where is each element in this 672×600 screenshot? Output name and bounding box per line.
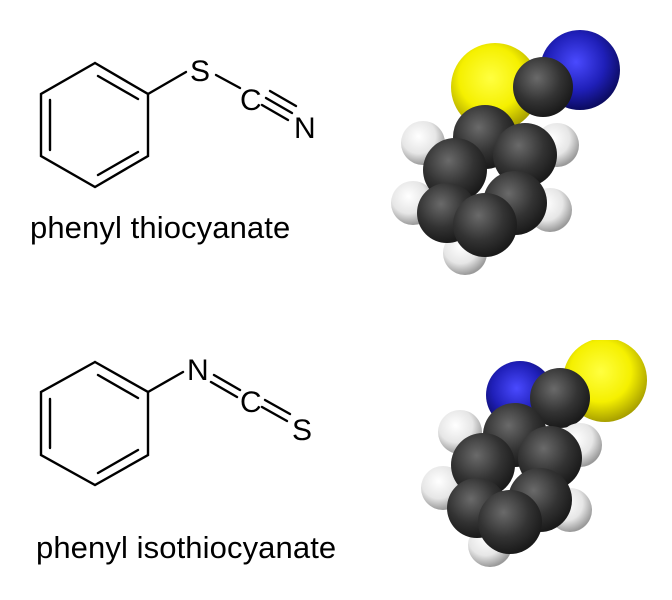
panel-phenyl-isothiocyanate: N C S phenyl isothiocyanate <box>0 300 672 600</box>
atom-label-c: C <box>240 84 262 117</box>
skeletal-structure-thiocyanate: S C N <box>39 55 316 189</box>
atom-label-n: N <box>294 112 316 145</box>
atom-label-s: S <box>292 414 312 447</box>
skeletal-structure-isothiocyanate: N C S <box>39 354 312 487</box>
panel-phenyl-thiocyanate: S C N phenyl thiocyanate <box>30 30 620 275</box>
atom-label-s: S <box>190 55 210 88</box>
space-filling-model-thiocyanate <box>391 30 620 275</box>
space-filling-model-isothiocyanate <box>421 340 647 567</box>
caption-phenyl-isothiocyanate: phenyl isothiocyanate <box>36 530 337 565</box>
caption-phenyl-thiocyanate: phenyl thiocyanate <box>30 210 291 245</box>
atom-label-n: N <box>187 354 209 387</box>
atom-label-c: C <box>240 386 262 419</box>
